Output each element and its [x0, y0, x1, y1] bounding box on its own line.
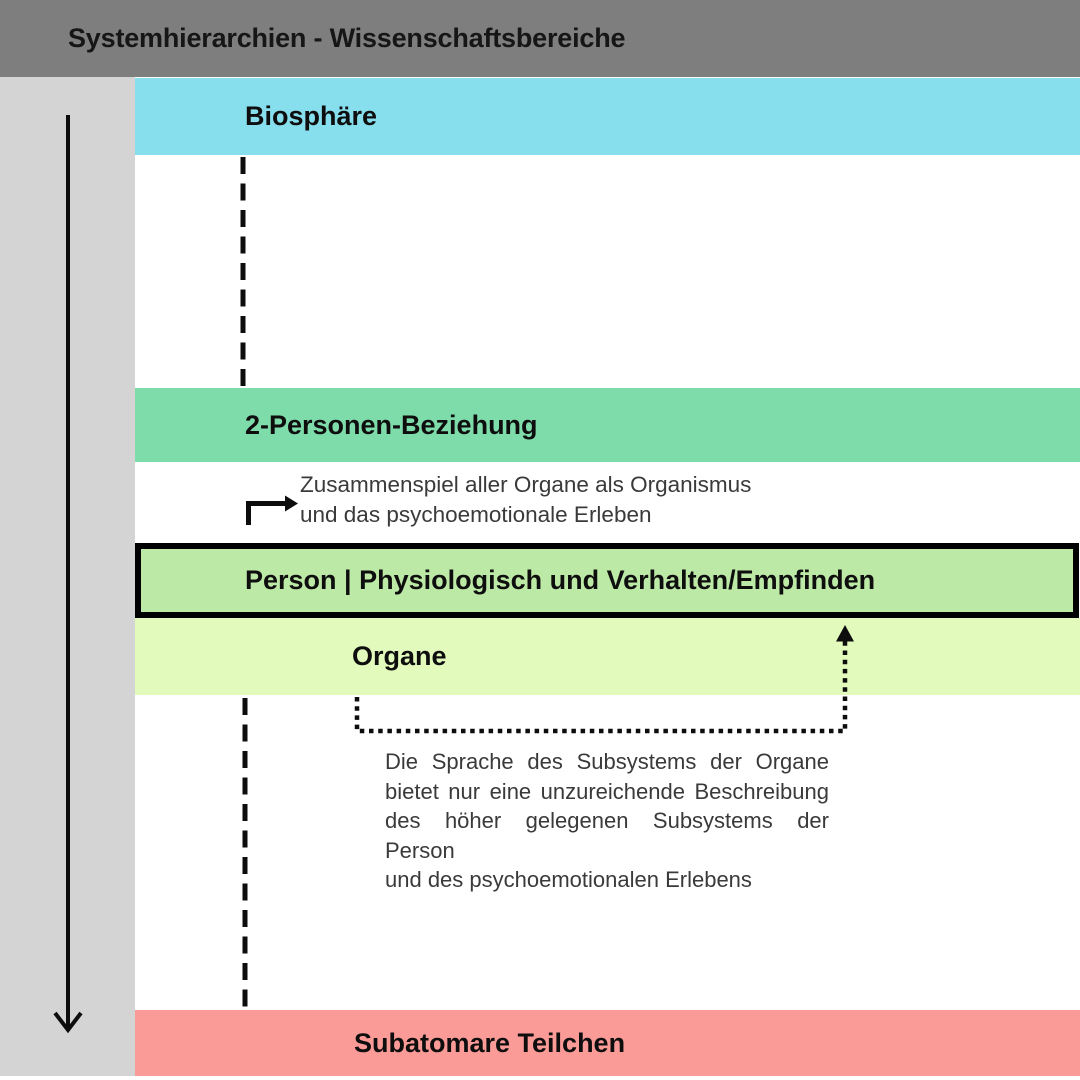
band-organe-label: Organe: [352, 641, 447, 671]
elbow-right-arrow-head-icon: [285, 495, 298, 512]
organism-note: Zusammenspiel aller Organe als Organismu…: [300, 470, 770, 530]
band-subatomare-teilchen: Subatomare Teilchen: [135, 1010, 1080, 1076]
page-title: Systemhierarchien - Wissenschaftsbereich…: [68, 23, 626, 53]
band-person-highlighted-box: Person | Physiologisch und Verhalten/Emp…: [135, 543, 1079, 618]
elbow-right-arrow-icon: [246, 501, 286, 525]
organism-note-line: Zusammenspiel aller Organe als Organismu…: [300, 472, 752, 497]
organism-note-line: und das psychoemotionale Erleben: [300, 502, 652, 527]
language-note-line: bietet nur eine unzureichende Beschreibu…: [385, 778, 829, 804]
band-person-label: Person | Physiologisch und Verhalten/Emp…: [245, 565, 876, 595]
band-biosphaere: Biosphäre: [135, 78, 1080, 155]
language-note-line: Die Sprache des Subsystems der Organe: [385, 749, 829, 774]
language-note-line: des höher gelegenen Subsystems der Perso…: [385, 808, 829, 863]
title-bar: Systemhierarchien - Wissenschaftsbereich…: [0, 0, 1080, 77]
language-note: Die Sprache des Subsystems der Organe bi…: [385, 747, 829, 895]
band-zwei-personen-beziehung-label: 2-Personen-Beziehung: [245, 409, 538, 440]
band-organe: Organe: [135, 618, 1080, 695]
band-subatomare-teilchen-label: Subatomare Teilchen: [354, 1027, 626, 1058]
band-zwei-personen-beziehung: 2-Personen-Beziehung: [135, 388, 1080, 462]
hierarchy-scale-column: [0, 77, 135, 1076]
language-note-line: und des psychoemotionalen Erlebens: [385, 867, 752, 892]
band-biosphaere-label: Biosphäre: [245, 101, 378, 131]
